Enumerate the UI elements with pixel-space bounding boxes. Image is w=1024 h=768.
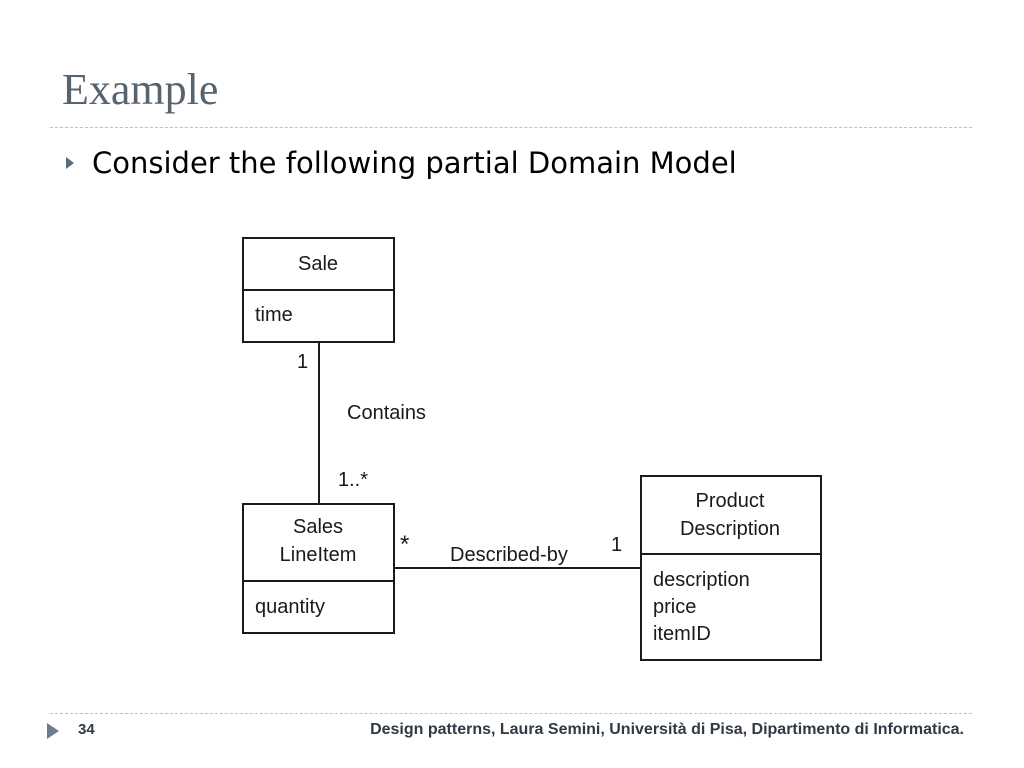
product-description-name-line1: Product: [696, 490, 765, 512]
sale-class-name: Sale: [298, 253, 338, 275]
described-by-multiplicity-source: *: [400, 531, 409, 558]
contains-multiplicity-source: 1: [297, 351, 308, 373]
contains-multiplicity-target: 1..*: [338, 469, 368, 491]
product-description-class-box: [640, 475, 822, 661]
bullet-text: Consider the following partial Domain Mo…: [92, 146, 737, 180]
footer-play-icon: [46, 722, 60, 744]
sale-attribute: time: [255, 304, 293, 326]
sales-line-item-name-line1: Sales: [293, 516, 343, 538]
title-divider: [50, 127, 972, 128]
product-description-name-line2: Description: [680, 518, 780, 540]
bullet-item: Consider the following partial Domain Mo…: [64, 146, 737, 180]
bullet-triangle-icon: [64, 149, 82, 177]
product-description-attribute: itemID: [653, 623, 711, 645]
page-number: 34: [78, 721, 95, 738]
footer-credit: Design patterns, Laura Semini, Universit…: [370, 721, 964, 738]
product-description-attribute: description: [653, 569, 750, 591]
footer-divider: [50, 713, 972, 714]
product-description-attribute: price: [653, 596, 696, 618]
described-by-multiplicity-target: 1: [611, 534, 622, 556]
sales-line-item-attribute: quantity: [255, 596, 325, 618]
contains-label: Contains: [347, 402, 426, 424]
slide-title: Example: [62, 65, 219, 114]
described-by-label: Described-by: [450, 544, 568, 566]
sales-line-item-name-line2: LineItem: [280, 544, 357, 566]
sales-line-item-class-box: [242, 503, 395, 634]
